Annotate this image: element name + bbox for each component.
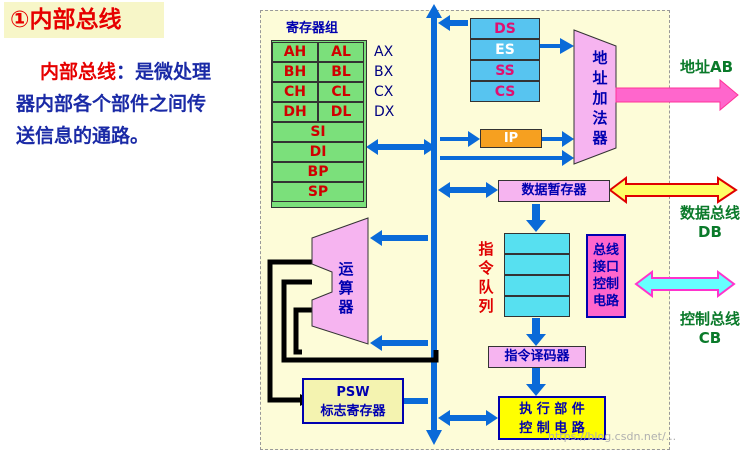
alu-shape — [311, 217, 369, 345]
alu-feedback-outer — [267, 259, 312, 403]
register-ch: CH — [272, 82, 318, 102]
instruction-queue-label: 指令队列 — [478, 240, 494, 315]
description: 内部总线：是微处理 器内部各个部件之间传 送信息的通路。 — [16, 56, 254, 152]
pair-name-cx: CX — [374, 84, 394, 100]
execution-control: 执 行 部 件 控 制 电 路 — [498, 396, 606, 440]
execution-control-line1: 执 行 部 件 — [519, 402, 585, 417]
data-bus-arrow — [608, 176, 738, 204]
queue-slot — [504, 296, 570, 317]
psw-register: PSW 标志寄存器 — [302, 378, 404, 424]
description-keyword: 内部总线 — [40, 61, 117, 83]
address-adder-label: 地址加法器 — [592, 49, 608, 147]
register-bp: BP — [272, 162, 364, 182]
alu-feedback-middle — [281, 279, 439, 363]
register-cl: CL — [318, 82, 364, 102]
arrow-bus-registers — [366, 139, 436, 155]
control-bus-label: 控制总线 CB — [679, 310, 740, 347]
arrow-bus-exec — [438, 410, 498, 426]
segment-es: ES — [470, 39, 540, 60]
register-dl: DL — [318, 102, 364, 122]
register-di: DI — [272, 142, 364, 162]
description-line2: 器内部各个部件之间传 — [16, 93, 207, 115]
register-dh: DH — [272, 102, 318, 122]
register-si: SI — [272, 122, 364, 142]
pair-name-ax: AX — [374, 44, 394, 60]
psw-sublabel: 标志寄存器 — [320, 404, 386, 419]
queue-slot — [504, 233, 570, 254]
arrow-psw-bus — [404, 398, 428, 404]
control-bus-arrow — [634, 270, 736, 298]
bus-interface-control: 总线接口控制电路 — [586, 234, 626, 318]
segment-ss: SS — [470, 60, 540, 81]
arrow-bus-adder — [440, 150, 574, 166]
register-bh: BH — [272, 62, 318, 82]
arrow-bus-ip — [440, 131, 480, 147]
queue-slot — [504, 254, 570, 275]
register-sp: SP — [272, 182, 364, 202]
watermark: https://blog.csdn.net/... — [548, 430, 677, 443]
address-bus-arrow — [615, 78, 739, 112]
register-bl: BL — [318, 62, 364, 82]
data-bus-label: 数据总线 DB — [679, 204, 740, 241]
arrow-bus-databuffer — [438, 182, 498, 198]
register-al: AL — [318, 42, 364, 62]
segment-cs: CS — [470, 81, 540, 102]
ip-register: IP — [480, 129, 542, 148]
address-bus-label: 地址AB — [680, 58, 734, 76]
arrow-bus-alu-top — [370, 230, 428, 246]
queue-slot — [504, 275, 570, 296]
pair-name-bx: BX — [374, 64, 394, 80]
arrow-buffer-queue — [526, 204, 546, 232]
pair-name-dx: DX — [374, 104, 395, 120]
address-adder-shape — [573, 29, 617, 165]
segment-ds: DS — [470, 18, 540, 39]
arrow-decoder-exec — [526, 366, 546, 396]
arrow-bus-segments — [438, 15, 468, 31]
register-ah: AH — [272, 42, 318, 62]
arrow-ip-adder — [542, 131, 574, 147]
data-buffer: 数据暂存器 — [498, 180, 610, 202]
alu-feedback-inner — [293, 307, 312, 355]
alu-label: 运算器 — [338, 260, 354, 316]
section-title: ①内部总线 — [4, 2, 164, 38]
description-line1: ：是微处理 — [116, 61, 212, 83]
arrow-segments-adder — [540, 38, 574, 54]
execution-control-line2: 控 制 电 路 — [519, 421, 585, 436]
description-line3: 送信息的通路。 — [16, 125, 150, 147]
register-group-label: 寄存器组 — [286, 21, 339, 36]
arrow-queue-decoder — [526, 318, 546, 346]
instruction-decoder: 指令译码器 — [488, 346, 586, 368]
arrow-alu-bus-bottom — [370, 335, 428, 351]
internal-bus — [426, 4, 442, 445]
psw-label: PSW — [336, 385, 370, 400]
